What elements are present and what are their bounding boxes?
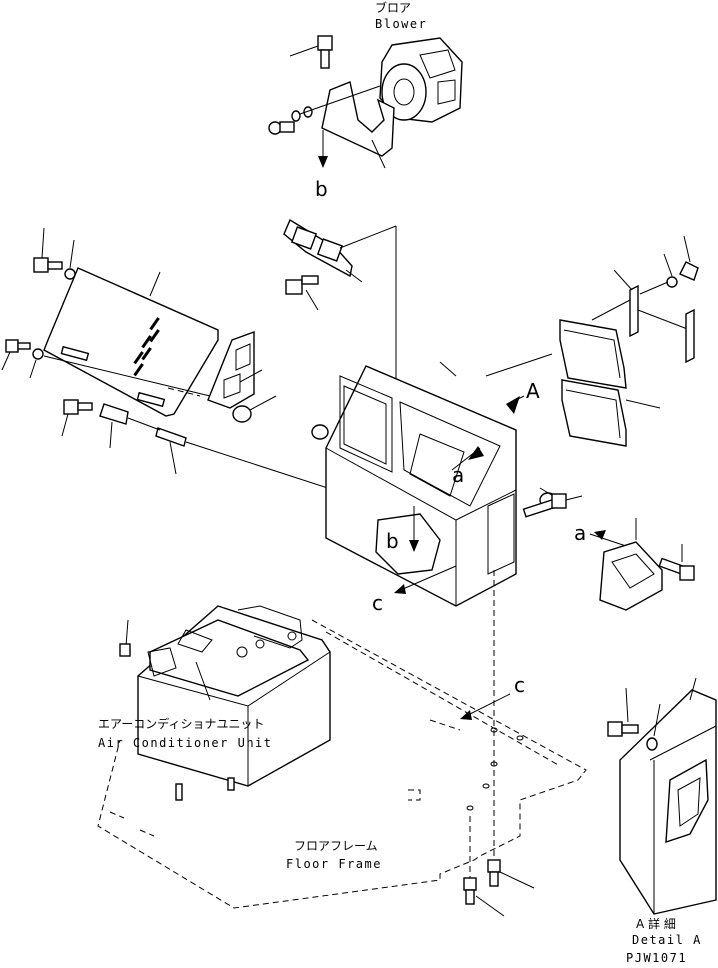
floor-bolts [463, 816, 535, 917]
mounting-clips [61, 399, 421, 519]
callout-b-top: b [315, 177, 328, 201]
clip-2 [155, 427, 187, 447]
blower-label-en: Blower [375, 17, 427, 31]
duct-bolt [285, 275, 319, 311]
detail-a-label-en: Detail A [632, 933, 702, 947]
blower-label-jp: ブロア [375, 0, 411, 15]
clip-1 [99, 403, 129, 425]
detail-a-bolt [607, 677, 697, 751]
callout-a-housing: a [452, 463, 464, 487]
duct-frame [283, 218, 397, 452]
blower-screw [268, 85, 381, 135]
cover-bolt-lower [1, 339, 211, 397]
cover-louvers [133, 317, 160, 377]
floor-frame-label-jp: フロアフレーム [294, 839, 378, 853]
callout-c-frame: c [514, 673, 525, 697]
outlet-vent-a: a [574, 518, 695, 611]
ac-unit-label-en: Air Conditioner Unit [98, 736, 273, 750]
filter-lower [561, 379, 627, 447]
blower-bolt [289, 35, 333, 69]
floor-frame: c フロアフレーム Floor Frame [97, 619, 587, 917]
main-duct-housing: b a c A [311, 361, 583, 860]
blower-assembly: ブロア Blower b [268, 0, 463, 201]
side-vent-grille [207, 331, 255, 409]
floor-frame-label-en: Floor Frame [286, 857, 382, 871]
housing-opening-b [375, 513, 441, 575]
air-conditioner-unit: エアーコンディショナユニット Air Conditioner Unit [98, 605, 331, 801]
ac-unit-label-jp: エアーコンディショナユニット [98, 716, 264, 731]
detail-a-label-jp: A 詳 細 [636, 916, 676, 931]
filter-assembly [485, 235, 699, 447]
housing-bolt-right [522, 487, 583, 518]
cover-panel [43, 267, 219, 417]
housing-nut [311, 424, 329, 440]
filter-wing-nut [679, 261, 699, 281]
callout-A: A [526, 379, 540, 403]
callout-c-left: c [372, 591, 383, 615]
callout-a-right: a [574, 521, 586, 545]
left-cover-panel [1, 227, 277, 423]
blower-fan [381, 63, 427, 121]
detail-a-view: A 詳 細 Detail A [607, 677, 717, 947]
drawing-code: PJW1071 [626, 951, 687, 965]
cover-bolt-upper [33, 227, 76, 280]
callout-b-housing: b [386, 529, 399, 553]
outlet-vent [599, 541, 663, 611]
cover-nut [232, 405, 252, 423]
filter-upper [559, 319, 627, 389]
filter-washer [666, 276, 678, 288]
